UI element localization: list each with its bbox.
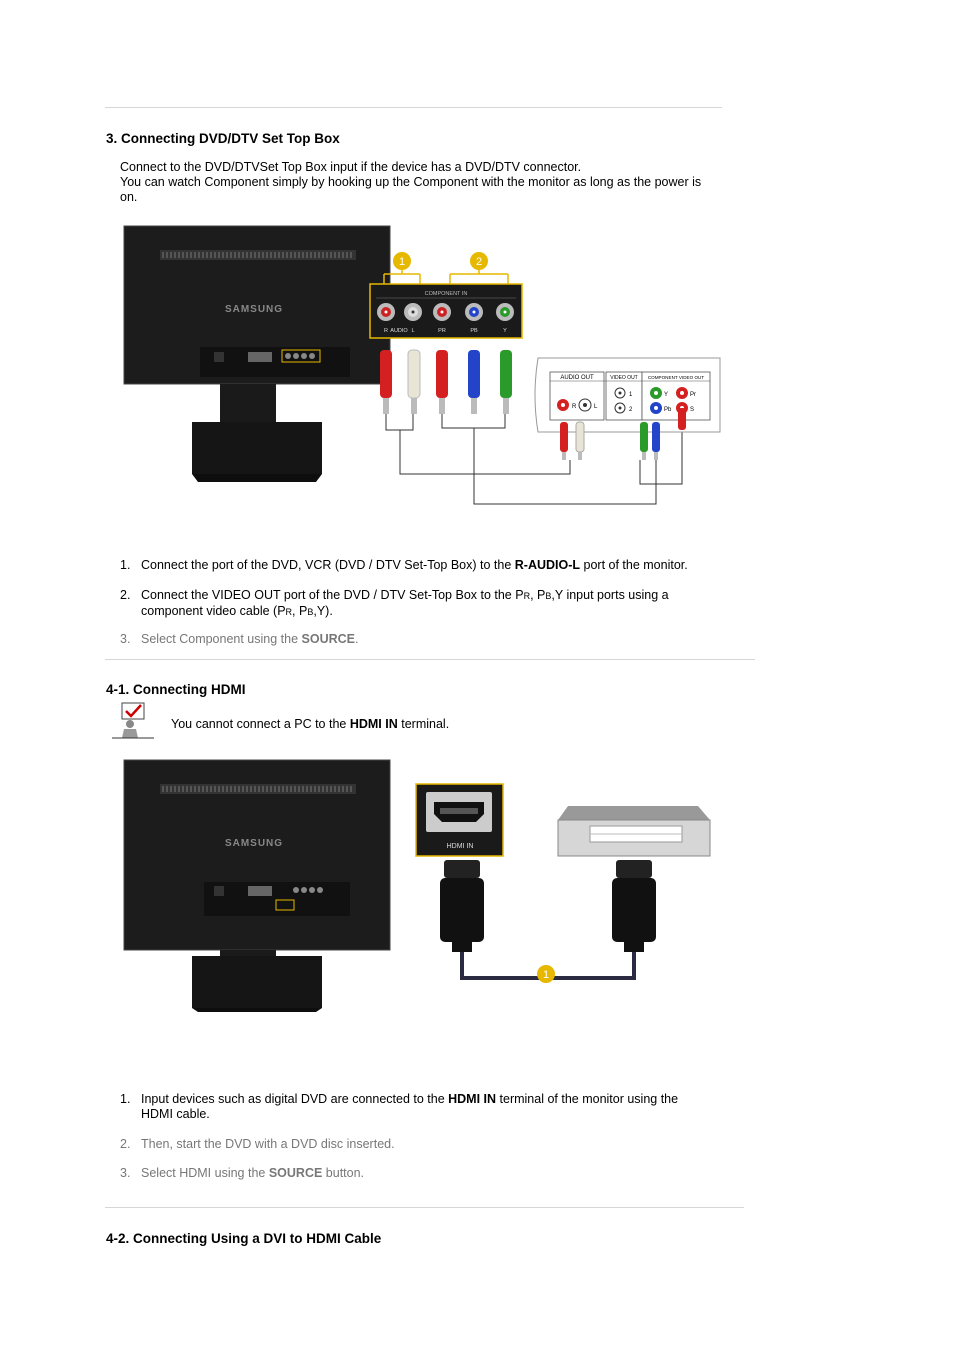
step-sep-2: , P — [292, 604, 308, 618]
step-text-line2: component video cable (P — [141, 604, 286, 618]
step-text: Then, start the DVD with a DVD disc inse… — [141, 1137, 395, 1151]
subscript-r: R — [523, 591, 531, 601]
note-icon — [112, 702, 154, 739]
step-number: 2. — [120, 1137, 131, 1151]
device-pb-label: Pb — [664, 407, 672, 413]
hdmi-connection-diagram: SAMSUNG HDMI IN 1 — [123, 759, 711, 1012]
section-3-intro-line1: Connect to the DVD/DTVSet Top Box input … — [120, 160, 582, 174]
device-video-out-label: VIDEO OUT — [610, 375, 638, 381]
step-text-end: terminal of the monitor using the — [496, 1092, 679, 1106]
subscript-r-2: R — [285, 607, 293, 617]
device-s-label: S — [690, 407, 694, 413]
subscript-b-2: B — [307, 607, 314, 617]
note-text-end: terminal. — [397, 717, 450, 731]
panel-label-pb: PB — [470, 328, 478, 334]
step-text: Select HDMI using the — [141, 1166, 269, 1180]
dvd-device-panel: AUDIO OUT VIDEO OUT COMPONENT VIDEO OUT … — [534, 357, 721, 433]
step-text: Connect the VIDEO OUT port of the DVD / … — [141, 588, 524, 602]
section-divider-1 — [105, 659, 755, 660]
step-text-end: ,Y input ports using a — [551, 588, 669, 602]
section-4-1-heading: 4-1. Connecting HDMI — [106, 682, 246, 697]
device-component-out-label: COMPONENT VIDEO OUT — [648, 375, 705, 380]
component-in-label: COMPONENT IN — [425, 291, 468, 297]
hdmi-note: You cannot connect a PC to the HDMI IN t… — [171, 717, 449, 731]
note-text: You cannot connect a PC to the — [171, 717, 350, 731]
device-audio-out-label: AUDIO OUT — [560, 375, 594, 381]
step-text-end: . — [355, 632, 359, 646]
hdmi-in-port-closeup: HDMI IN — [415, 783, 504, 857]
section-3-intro-line3: on. — [120, 190, 138, 204]
monitor-brand-label: SAMSUNG — [225, 304, 283, 315]
device-y-label: Y — [664, 392, 668, 398]
rca-plugs-monitor — [380, 349, 512, 414]
step-number: 3. — [120, 632, 131, 646]
step-text: Input devices such as digital DVD are co… — [141, 1092, 449, 1106]
step-number: 1. — [120, 1092, 131, 1106]
step-text-line2-end: ,Y). — [313, 604, 333, 618]
hdmi-callout-badge — [537, 965, 555, 983]
component-connection-diagram: SAMSUNG 1 2 COMPONENT IN R AUDIO L PR PB… — [123, 225, 721, 505]
dvd-player-image — [557, 806, 711, 857]
panel-label-y: Y — [503, 328, 507, 334]
subscript-b: B — [545, 591, 552, 601]
monitor-back-image: SAMSUNG — [123, 225, 391, 482]
top-divider — [105, 107, 722, 108]
panel-label-l: L — [411, 328, 414, 334]
device-l-label: L — [594, 404, 598, 410]
step-number: 2. — [120, 588, 131, 602]
callout-2-text: 2 — [476, 256, 482, 268]
panel-label-r: R — [384, 328, 388, 334]
callout-1-text: 1 — [399, 256, 405, 268]
rca-plugs-device — [560, 408, 686, 460]
device-2-label: 2 — [629, 407, 633, 413]
hdmi-callout-text: 1 — [543, 969, 549, 981]
step-bold-term: SOURCE — [268, 1166, 323, 1180]
section-3-heading: 3. Connecting DVD/DTV Set Top Box — [106, 131, 340, 146]
panel-label-pr: PR — [438, 328, 446, 334]
note-bold-term: HDMI IN — [349, 717, 398, 731]
device-pr-label: Pr — [690, 392, 696, 398]
step-text-end: port of the monitor. — [580, 558, 688, 572]
callout-1-badge — [393, 252, 411, 270]
monitor-back-image-2: SAMSUNG — [123, 759, 391, 1012]
step-text: Connect the port of the DVD, VCR (DVD / … — [141, 558, 515, 572]
step-text-end: button. — [322, 1166, 365, 1180]
step-number: 3. — [120, 1166, 131, 1180]
section-4-2-heading: 4-2. Connecting Using a DVI to HDMI Cabl… — [106, 1231, 382, 1246]
component-in-panel: COMPONENT IN R AUDIO L PR PB Y — [369, 283, 523, 339]
hdmi-in-label: HDMI IN — [447, 843, 474, 850]
step-text-line2: HDMI cable. — [141, 1107, 210, 1121]
step-number: 1. — [120, 558, 131, 572]
monitor-brand-label-2: SAMSUNG — [225, 838, 283, 849]
section-3-intro-line2: You can watch Component simply by hookin… — [120, 175, 702, 189]
step-sep: , P — [530, 588, 546, 602]
device-r-label: R — [572, 404, 577, 410]
section-divider-2 — [105, 1207, 744, 1208]
step-bold-term: HDMI IN — [448, 1092, 497, 1106]
hdmi-cable: 1 — [440, 860, 656, 983]
callout-2-badge — [470, 252, 488, 270]
panel-label-audio: AUDIO — [390, 328, 408, 334]
step-text: Select Component using the — [141, 632, 302, 646]
device-1-label: 1 — [629, 392, 633, 398]
step-bold-term: SOURCE — [301, 632, 356, 646]
step-bold-term: R-AUDIO-L — [514, 558, 581, 572]
